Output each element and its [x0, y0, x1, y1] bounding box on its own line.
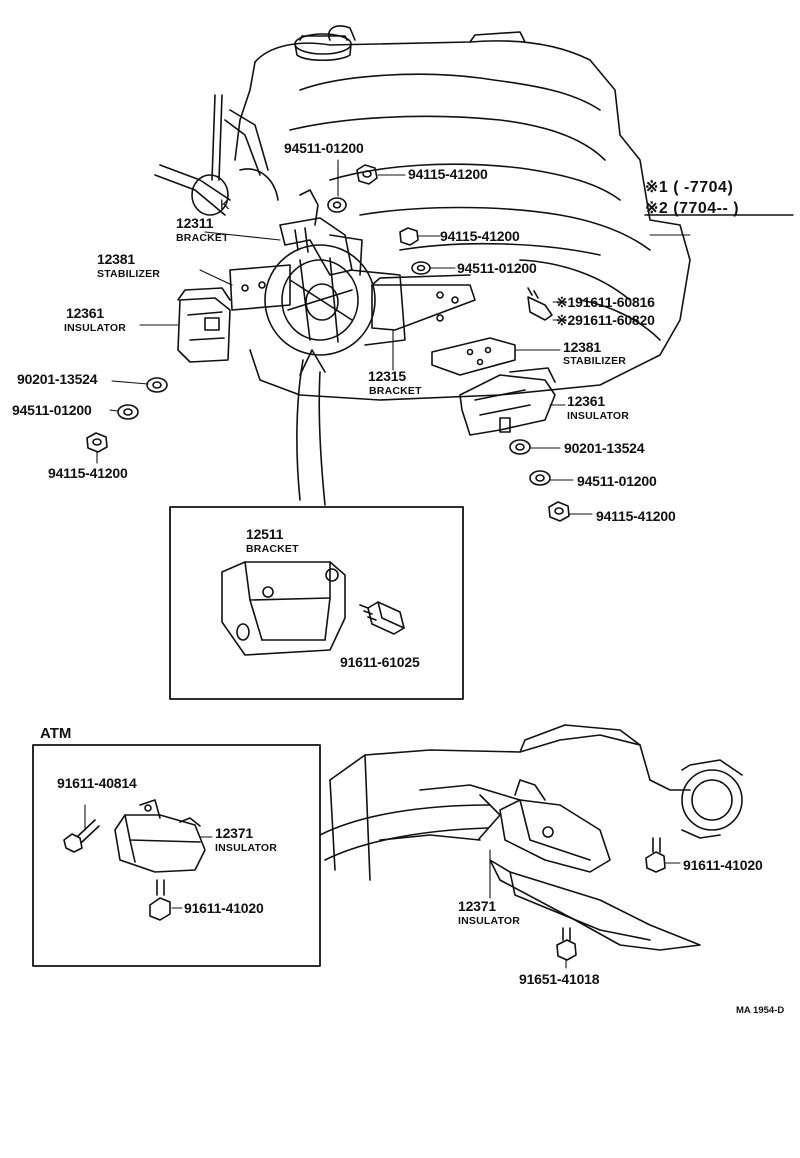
label-12361-right-name: INSULATOR: [567, 410, 630, 422]
label-12315-name: BRACKET: [369, 385, 422, 397]
label-12371-name: INSULATOR: [458, 915, 521, 927]
atm-inset-box: [32, 744, 321, 967]
label-91611-60816: ※191611-60816: [556, 294, 655, 310]
label-90201-right: 90201-13524: [564, 440, 645, 456]
legend-line-2: ※2 (7704-- ): [645, 200, 740, 217]
label-12371: 12371: [458, 898, 496, 914]
label-12361-left: 12361: [66, 305, 104, 321]
label-12511-name: BRACKET: [246, 543, 299, 555]
label-94115-right: 94115-41200: [596, 508, 676, 524]
legend-line-1: ※1 ( -7704): [645, 179, 734, 196]
label-12381-left: 12381: [97, 251, 135, 267]
front-mount-assembly: [177, 189, 556, 506]
label-91611-40814: 91611-40814: [57, 775, 137, 791]
label-12381-left-name: STABILIZER: [97, 268, 161, 280]
label-12311-name: BRACKET: [176, 232, 229, 244]
label-91651-41018: 91651-41018: [519, 971, 600, 987]
label-94511-right: 94511-01200: [577, 473, 657, 489]
label-90201-left: 90201-13524: [17, 371, 98, 387]
label-12511: 12511: [246, 526, 284, 542]
label-atm: ATM: [40, 725, 72, 742]
label-91611-61025: 91611-61025: [340, 654, 420, 670]
label-94511-mid: 94511-01200: [457, 260, 537, 276]
label-94115-mid: 94115-41200: [440, 228, 520, 244]
label-12361-left-name: INSULATOR: [64, 322, 127, 334]
label-12315: 12315: [368, 368, 406, 384]
label-12371-inset: 12371: [215, 825, 253, 841]
inset-bracket-box: [169, 506, 464, 700]
label-94511-left: 94511-01200: [12, 402, 92, 418]
leader-lines: [96, 159, 691, 515]
label-94511-top: 94511-01200: [284, 140, 364, 156]
label-12381-right-name: STABILIZER: [563, 355, 627, 367]
transmission: [319, 724, 743, 969]
label-94115-top: 94115-41200: [408, 166, 488, 182]
label-94115-left: 94115-41200: [48, 465, 128, 481]
label-k-letter: K: [220, 196, 230, 212]
reference-code: MA 1954-D: [736, 1005, 785, 1016]
label-91611-41020-inset: 91611-41020: [184, 900, 264, 916]
engine-block: [154, 25, 691, 401]
label-12381-right: 12381: [563, 339, 601, 355]
label-91611-60820: ※291611-60820: [556, 312, 655, 328]
label-12311: 12311: [176, 215, 214, 231]
label-12371-inset-name: INSULATOR: [215, 842, 278, 854]
label-91611-41020-right: 91611-41020: [683, 857, 763, 873]
label-12361-right: 12361: [567, 393, 605, 409]
fasteners: [86, 164, 570, 522]
